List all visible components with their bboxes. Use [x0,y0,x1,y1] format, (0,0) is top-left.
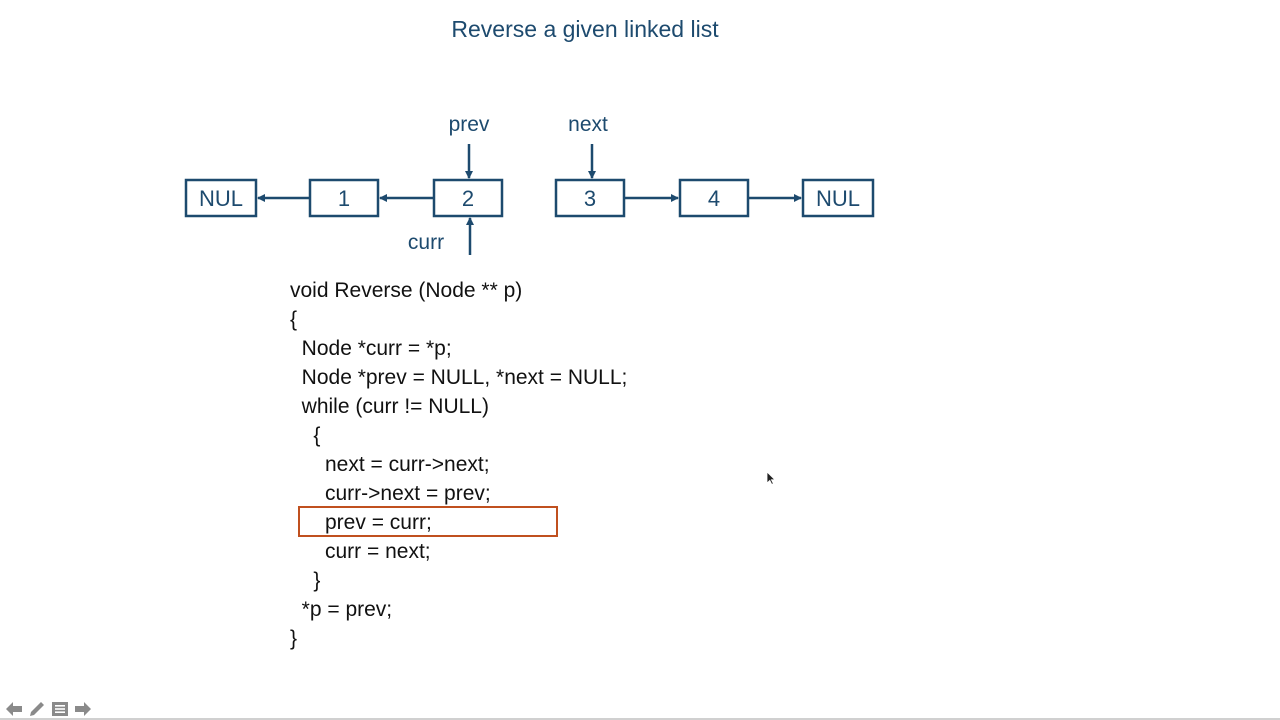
code-line: { [290,424,321,447]
node-label: 3 [584,186,596,211]
pen-tool-button[interactable] [27,700,47,718]
node-label: 2 [462,186,474,211]
code-line: Node *curr = *p; [290,337,452,360]
node-nul-left: NUL [184,178,258,218]
code-line: Node *prev = NULL, *next = NULL; [290,366,628,389]
node-2: 2 [432,178,504,218]
node-nul-right: NUL [801,178,875,218]
node-label: NUL [816,186,860,211]
node-4: 4 [678,178,750,218]
menu-button[interactable] [50,700,70,718]
code-line: while (curr != NULL) [290,395,489,418]
code-line-highlighted: prev = curr; [290,511,432,534]
code-line: } [290,627,298,650]
arrow-right-icon [75,702,91,716]
node-label: NUL [199,186,243,211]
curr-pointer-label: curr [408,231,444,254]
node-label: 4 [708,186,720,211]
code-line: *p = prev; [290,598,393,621]
bottom-divider [0,718,1280,720]
code-line: next = curr->next; [290,453,490,476]
previous-slide-button[interactable] [4,700,24,718]
next-slide-button[interactable] [73,700,93,718]
pencil-icon [30,702,44,716]
current-line-highlight [298,506,558,537]
code-line: curr->next = prev; [290,482,491,505]
node-3: 3 [554,178,626,218]
code-line: } [290,569,321,592]
code-line: { [290,308,298,331]
arrow-left-icon [6,702,22,716]
prev-pointer-label: prev [449,113,490,136]
mouse-cursor-icon [766,471,776,485]
slide-title: Reverse a given linked list [451,16,719,42]
node-1: 1 [308,178,380,218]
code-block: void Reverse (Node ** p) { Node *curr = … [290,276,627,653]
code-line: curr = next; [290,540,431,563]
next-pointer-label: next [568,113,608,136]
code-line: void Reverse (Node ** p) [290,279,523,302]
slide-controls [4,700,93,718]
menu-icon [52,702,68,716]
node-label: 1 [338,186,350,211]
